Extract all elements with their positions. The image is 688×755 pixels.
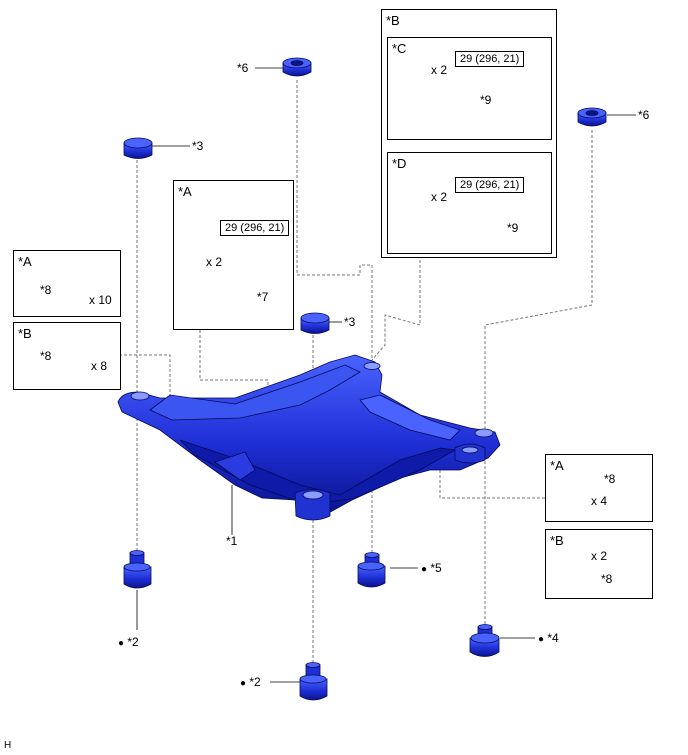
bullet-icon: ● bbox=[421, 564, 428, 575]
box-header: *B bbox=[386, 13, 400, 28]
callout-2-left: ● *2 bbox=[118, 636, 139, 650]
left-a-qty-label: x 10 bbox=[89, 293, 112, 307]
bullet-icon: ● bbox=[538, 634, 545, 645]
left-b-part-label: *8 bbox=[40, 349, 52, 363]
box-header: *D bbox=[392, 156, 407, 171]
right-b-part-label: *8 bbox=[601, 572, 613, 586]
left-b-qty-label: x 8 bbox=[91, 359, 108, 373]
callout-2-center: ● *2 bbox=[240, 676, 261, 690]
box-header: *B bbox=[18, 326, 32, 341]
callout-6-right: *6 bbox=[638, 108, 650, 122]
callout-text: *2 bbox=[127, 635, 139, 649]
right-b-qty-label: x 2 bbox=[591, 549, 608, 563]
torque-label-mid-a: 29 (296, 21) bbox=[220, 220, 290, 236]
mid-a-qty-label: x 2 bbox=[206, 255, 223, 269]
right-a-part-label: *8 bbox=[604, 472, 616, 486]
left-a-part-label: *8 bbox=[40, 283, 52, 297]
box-header: *A bbox=[550, 458, 564, 473]
bullet-icon: ● bbox=[240, 678, 247, 689]
callout-text: *2 bbox=[249, 675, 261, 689]
box-left-b: *B bbox=[13, 322, 121, 390]
callout-1: *1 bbox=[226, 534, 238, 548]
callout-7: *7 bbox=[257, 290, 269, 304]
callout-text: *4 bbox=[547, 631, 559, 645]
upper-bushing-left bbox=[282, 57, 312, 77]
box-header: *B bbox=[550, 533, 564, 548]
box-header: *A bbox=[178, 184, 192, 199]
box-header: *A bbox=[18, 254, 32, 269]
figure-code: H bbox=[4, 740, 12, 751]
callout-9-d: *9 bbox=[507, 221, 519, 235]
box-mid-a: *A bbox=[173, 180, 294, 330]
callout-6-left: *6 bbox=[237, 61, 249, 75]
stopper-center bbox=[300, 312, 330, 334]
lower-stopper-center bbox=[299, 662, 328, 701]
stopper-left bbox=[123, 137, 153, 159]
box-right-b: *B bbox=[545, 529, 653, 599]
d-qty-label: x 2 bbox=[431, 190, 448, 204]
box-header: *C bbox=[392, 41, 407, 56]
upper-bushing-right bbox=[577, 107, 607, 127]
c-qty-label: x 2 bbox=[431, 63, 448, 77]
box-left-a: *A bbox=[13, 250, 121, 317]
callout-9-c: *9 bbox=[480, 93, 492, 107]
box-right-a: *A bbox=[545, 454, 653, 522]
box-d: *D bbox=[387, 152, 552, 254]
suspension-crossmember bbox=[117, 354, 501, 521]
torque-label-c: 29 (296, 21) bbox=[455, 51, 525, 67]
torque-label-d: 29 (296, 21) bbox=[455, 177, 525, 193]
callout-5: ● *5 bbox=[421, 562, 442, 576]
callout-4: ● *4 bbox=[538, 632, 559, 646]
right-a-qty-label: x 4 bbox=[591, 494, 608, 508]
callout-3-left: *3 bbox=[192, 139, 204, 153]
lower-stopper-left bbox=[123, 550, 152, 589]
lower-stopper-5 bbox=[357, 552, 386, 588]
lower-stopper-4 bbox=[469, 624, 500, 657]
callout-text: *5 bbox=[430, 561, 442, 575]
bullet-icon: ● bbox=[118, 638, 125, 649]
callout-3-center: *3 bbox=[344, 315, 356, 329]
